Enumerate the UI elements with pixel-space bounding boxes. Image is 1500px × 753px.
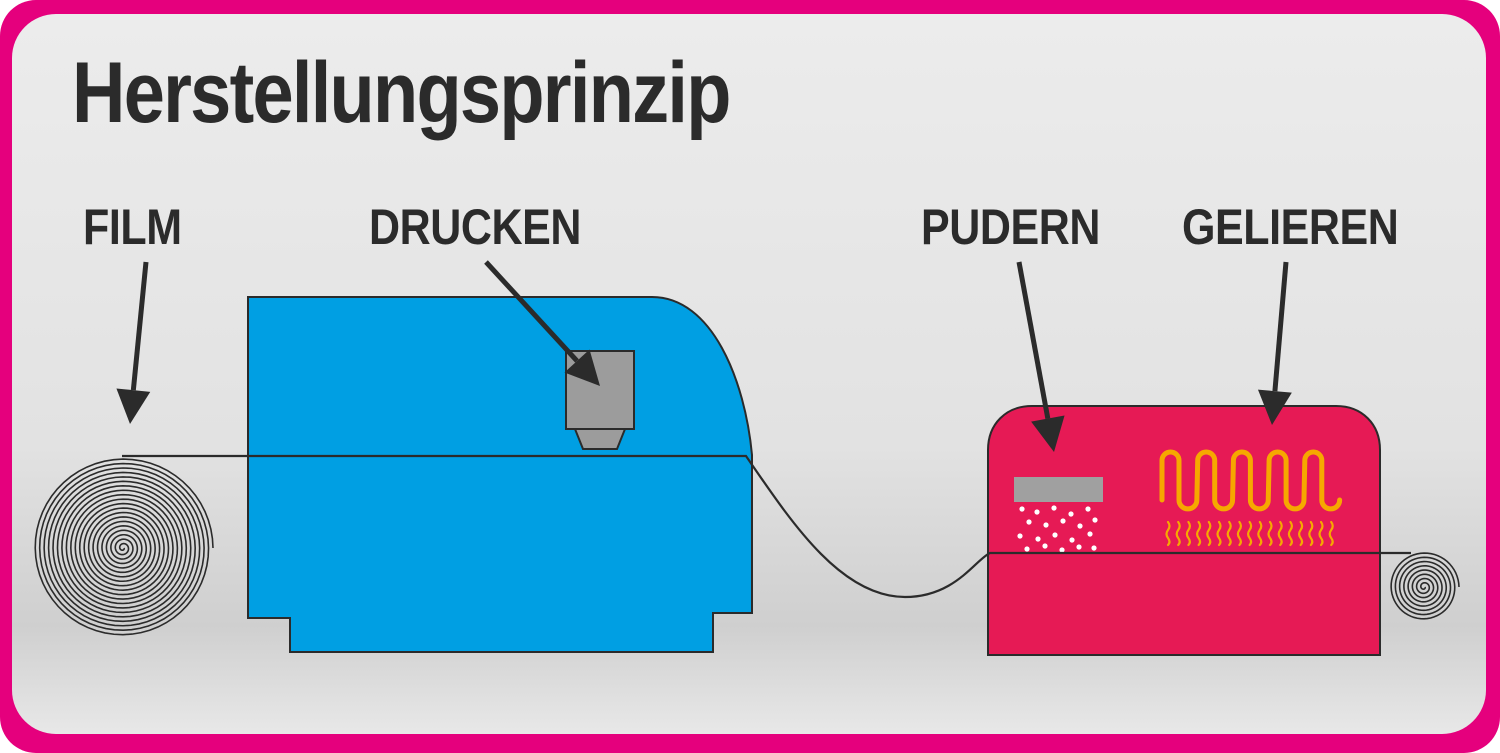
heat-wave — [1226, 520, 1232, 547]
arrow-drucken — [484, 260, 600, 386]
heat-wave — [1216, 520, 1222, 547]
heat-wave — [1185, 520, 1191, 547]
arrow-pudern-head — [1031, 415, 1065, 452]
powder-particle — [1052, 532, 1058, 538]
powder-particles — [1017, 505, 1098, 553]
arrow-gelieren-shaft — [1272, 261, 1289, 392]
powder-particle — [1091, 545, 1097, 551]
arrow-drucken-head — [564, 349, 600, 386]
heat-wave — [1257, 520, 1263, 547]
powder-particle — [1051, 505, 1057, 511]
page-title: Herstellungsprinzip — [72, 45, 731, 141]
arrow-pudern-shaft — [1016, 261, 1051, 420]
heat-wave — [1165, 520, 1171, 547]
arrow-gelieren-head — [1257, 389, 1292, 425]
heat-waves — [1165, 520, 1334, 547]
arrow-gelieren — [1257, 261, 1292, 425]
heat-wave — [1318, 520, 1324, 547]
heat-wave — [1328, 520, 1334, 547]
arrow-film — [116, 261, 151, 424]
powder-particle — [1076, 544, 1082, 550]
arrow-film-head — [116, 388, 151, 424]
powder-particle — [1035, 536, 1041, 542]
step-label-drucken: DRUCKEN — [369, 199, 581, 255]
heat-wave — [1308, 520, 1314, 547]
film-path — [122, 454, 1411, 599]
heat-wave — [1277, 520, 1283, 547]
heat-wave — [1287, 520, 1293, 547]
film-roll — [34, 458, 214, 636]
heating-coil — [1159, 449, 1343, 512]
step-label-gelieren: GELIEREN — [1182, 199, 1399, 255]
powder-particle — [1060, 518, 1066, 524]
heat-wave — [1236, 520, 1242, 547]
heat-wave — [1298, 520, 1304, 547]
powder-particle — [1059, 547, 1065, 553]
oven-body — [987, 405, 1381, 656]
powder-particle — [1085, 506, 1091, 512]
powder-particle — [1069, 537, 1075, 543]
powder-particle — [1034, 509, 1040, 515]
arrow-film-shaft — [130, 261, 149, 391]
heat-wave — [1175, 520, 1181, 547]
take-up-roll-spiral — [1390, 552, 1460, 620]
powder-particle — [1092, 517, 1098, 523]
powder-particle — [1042, 543, 1048, 549]
heat-wave — [1247, 520, 1253, 547]
powder-particle — [1087, 531, 1093, 537]
powder-particle — [1026, 519, 1032, 525]
heat-wave — [1196, 520, 1202, 547]
arrow-pudern — [1016, 261, 1065, 452]
film-roll-spiral — [34, 458, 214, 636]
powder-particle — [1043, 522, 1049, 528]
powder-particle — [1019, 506, 1025, 512]
take-up-roll — [1390, 552, 1460, 620]
heat-wave — [1206, 520, 1212, 547]
powder-particle — [1068, 511, 1074, 517]
step-label-pudern: PUDERN — [921, 199, 1101, 255]
powder-particle — [1024, 546, 1030, 552]
arrow-drucken-shaft — [484, 260, 579, 363]
printer-body — [247, 296, 753, 653]
powder-particle — [1077, 523, 1083, 529]
print-nozzle — [573, 428, 627, 450]
heat-wave — [1267, 520, 1273, 547]
powder-dispenser — [1014, 477, 1103, 502]
powder-particle — [1017, 533, 1023, 539]
step-label-film: FILM — [83, 199, 182, 255]
